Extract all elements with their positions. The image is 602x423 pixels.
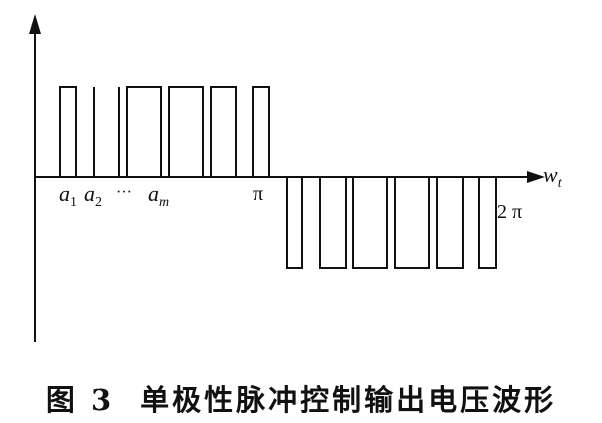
figure-caption: 图 3 单极性脉冲控制输出电压波形 (0, 377, 602, 419)
x-axis-arrow (527, 171, 545, 183)
label-a1: a (59, 181, 70, 206)
label-pi: π (253, 183, 263, 205)
positive-pulse (126, 86, 162, 178)
svg-text:am: am (148, 181, 169, 210)
positive-pulse (210, 86, 237, 178)
positive-pulse (168, 86, 204, 178)
svg-text:a1: a1 (59, 181, 77, 210)
negative-pulse (478, 176, 497, 269)
x-axis-label-subscript: t (558, 176, 563, 191)
negative-pulse (352, 176, 388, 269)
figure-number: 图 3 (45, 383, 115, 417)
svg-text:wt: wt (543, 162, 563, 191)
label-am-subscript: m (159, 195, 169, 210)
positive-pulses (59, 86, 270, 178)
label-a1-subscript: 1 (70, 195, 77, 210)
label-a2-subscript: 2 (95, 195, 102, 210)
negative-pulse (286, 176, 303, 269)
figure-title: 单极性脉冲控制输出电压波形 (140, 383, 557, 417)
label-ellipsis: ··· (116, 184, 132, 201)
negative-pulses (286, 176, 497, 269)
label-2pi: 2 π (497, 201, 522, 223)
y-axis-arrow (29, 14, 41, 34)
positive-pulse (59, 86, 77, 178)
negative-pulse (394, 176, 430, 269)
label-a2: a (84, 181, 95, 206)
positive-pulse (252, 86, 270, 178)
negative-pulse (319, 176, 347, 269)
x-axis-label: w (543, 162, 558, 187)
negative-pulse (436, 176, 464, 269)
svg-text:a2: a2 (84, 181, 102, 210)
label-am: a (148, 181, 159, 206)
